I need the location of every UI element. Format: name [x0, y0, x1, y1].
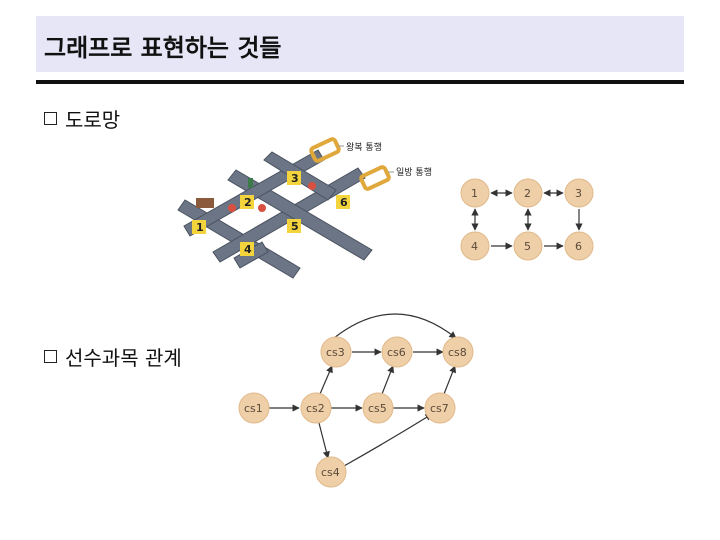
road-graph-node-5-label: 5 — [524, 240, 531, 253]
course-node-cs2 — [300, 392, 332, 424]
bullet-road-label: 도로망 — [65, 108, 121, 132]
course-node-cs1 — [238, 392, 270, 424]
two-way-label: 왕복 통행 — [346, 141, 382, 153]
course-node-cs3 — [320, 336, 352, 368]
intersection-1 — [192, 220, 206, 234]
road-graph-node-6-label: 6 — [575, 240, 582, 253]
intersection-6-label: 6 — [340, 196, 348, 209]
road-graph-node-3-label: 3 — [575, 187, 582, 200]
intersection-labels: 1 2 3 4 5 6 — [192, 171, 350, 256]
checkbox-bullet-icon — [44, 112, 57, 125]
intersection-5-label: 5 — [291, 220, 299, 233]
house-icon — [196, 198, 214, 208]
road-graph-node-4-label: 4 — [471, 240, 478, 253]
course-node-cs8 — [442, 336, 474, 368]
road-graph-node-1 — [460, 178, 490, 208]
intersection-2 — [240, 195, 254, 209]
course-node-cs7 — [424, 392, 456, 424]
tree-icon — [248, 178, 253, 188]
course-graph: cs1 cs2 cs3 cs4 cs5 cs6 cs7 cs8 — [238, 313, 474, 488]
intersection-4 — [240, 242, 254, 256]
one-way-label: 일방 통행 — [396, 166, 432, 178]
course-node-cs8-label: cs8 — [448, 346, 467, 359]
course-node-cs5 — [362, 392, 394, 424]
intersection-5 — [287, 219, 301, 233]
course-node-cs4 — [315, 456, 347, 488]
intersection-1-label: 1 — [196, 221, 204, 234]
sign-icon — [258, 204, 266, 212]
course-node-cs3-label: cs3 — [326, 346, 345, 359]
sign-icon — [308, 182, 316, 190]
course-node-cs2-label: cs2 — [306, 402, 325, 415]
road-graph-node-1-label: 1 — [471, 187, 478, 200]
course-node-cs7-label: cs7 — [430, 402, 449, 415]
intersection-6 — [336, 195, 350, 209]
page-title: 그래프로 표현하는 것들 — [44, 34, 282, 62]
sign-icon — [228, 204, 236, 212]
road-map-illustration: 1 2 3 4 5 6 왕복 통행 일방 통행 — [177, 137, 432, 279]
road-graph: 1 2 3 4 5 6 — [460, 178, 594, 261]
intersection-3 — [287, 171, 301, 185]
bullet-road: 도로망 — [44, 104, 120, 133]
one-way-sign-icon — [359, 165, 394, 191]
intersection-4-label: 4 — [244, 243, 252, 256]
bullet-courses: 선수과목 관계 — [44, 342, 182, 371]
course-node-cs5-label: cs5 — [368, 402, 387, 415]
road-graph-node-3 — [564, 178, 594, 208]
title-divider — [36, 80, 684, 84]
two-way-sign-icon — [309, 137, 344, 163]
course-node-cs4-label: cs4 — [321, 466, 340, 479]
intersection-2-label: 2 — [244, 196, 252, 209]
road-graph-node-2 — [513, 178, 543, 208]
road-graph-node-5 — [513, 231, 543, 261]
checkbox-bullet-icon — [44, 350, 57, 363]
course-node-cs1-label: cs1 — [244, 402, 263, 415]
course-node-cs6-label: cs6 — [387, 346, 406, 359]
intersection-3-label: 3 — [291, 172, 299, 185]
road-graph-node-2-label: 2 — [524, 187, 531, 200]
title-bar: 그래프로 표현하는 것들 — [36, 16, 684, 72]
bullet-courses-label: 선수과목 관계 — [65, 346, 182, 370]
road-graph-node-6 — [564, 231, 594, 261]
course-node-cs6 — [381, 336, 413, 368]
road-graph-node-4 — [460, 231, 490, 261]
